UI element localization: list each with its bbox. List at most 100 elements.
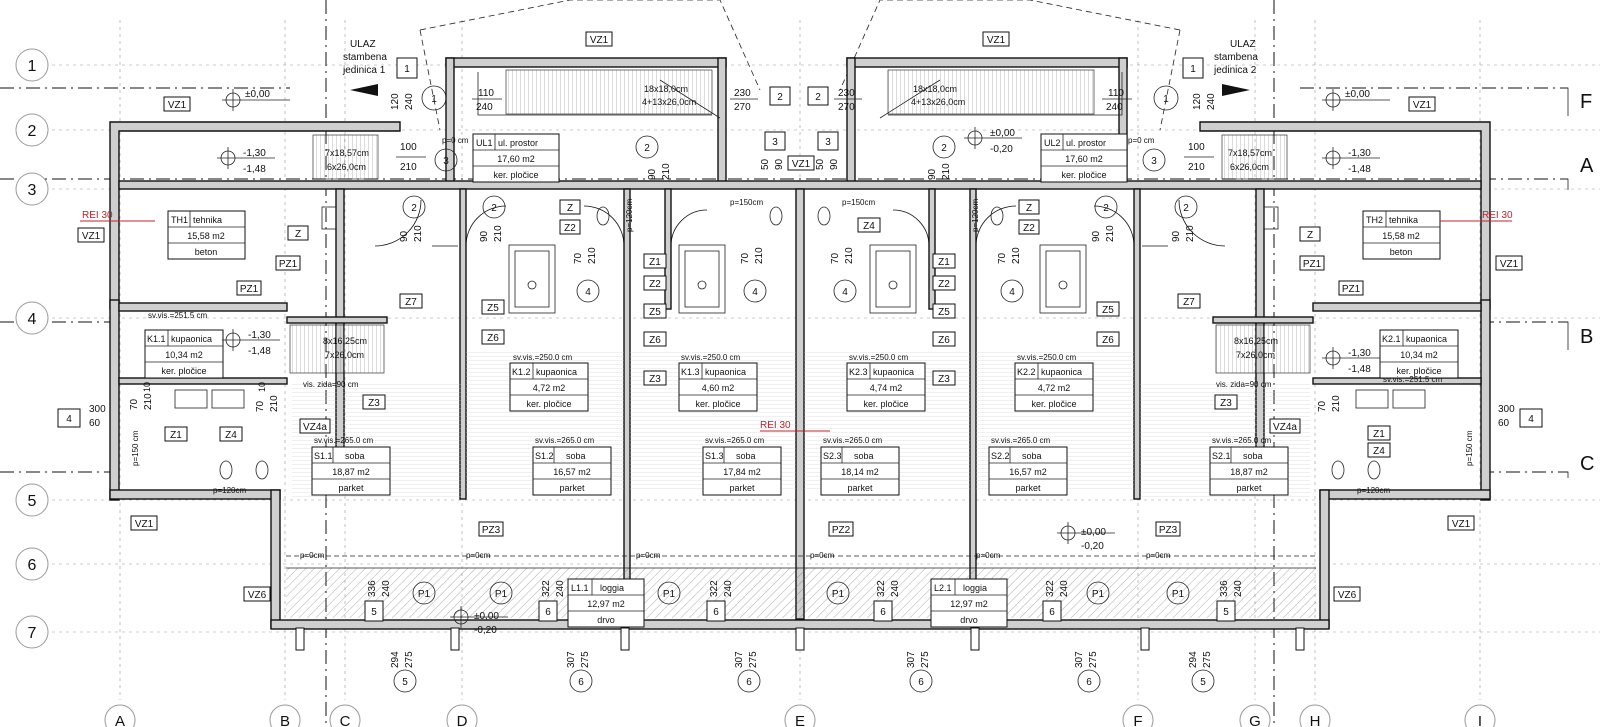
svg-text:±0,00: ±0,00 xyxy=(245,89,270,100)
svg-text:-0,20: -0,20 xyxy=(1081,541,1104,552)
svg-text:UL2: UL2 xyxy=(1044,138,1061,148)
svg-text:90: 90 xyxy=(927,168,938,180)
svg-text:Z2: Z2 xyxy=(1023,223,1035,234)
svg-text:Z1: Z1 xyxy=(170,430,182,441)
svg-text:soba: soba xyxy=(1022,451,1042,461)
svg-text:322: 322 xyxy=(709,580,720,597)
svg-text:P1: P1 xyxy=(1092,589,1105,600)
svg-text:15,58 m2: 15,58 m2 xyxy=(1382,231,1420,241)
svg-text:4: 4 xyxy=(66,414,72,425)
svg-text:16,57 m2: 16,57 m2 xyxy=(1009,467,1047,477)
svg-text:-1,48: -1,48 xyxy=(243,164,266,175)
svg-text:322: 322 xyxy=(1045,580,1056,597)
grid-row-label: 3 xyxy=(28,182,37,199)
svg-text:ker. pločice: ker. pločice xyxy=(695,399,740,409)
level-marker: -1,30-1,48 xyxy=(222,329,280,357)
svg-text:Z5: Z5 xyxy=(938,307,950,318)
window-number: 1 xyxy=(1163,94,1169,105)
svg-text:ker. pločice: ker. pločice xyxy=(1396,366,1441,376)
fixtures xyxy=(174,206,1426,480)
door-number: 1 xyxy=(1190,64,1196,75)
svg-text:K1.2: K1.2 xyxy=(512,367,531,377)
svg-text:K1.1: K1.1 xyxy=(147,334,166,344)
grid-col-label: E xyxy=(795,713,805,727)
svg-text:4,72 m2: 4,72 m2 xyxy=(533,383,566,393)
svg-text:sv.vis.=265.0 cm: sv.vis.=265.0 cm xyxy=(1212,436,1272,445)
section-letter: F xyxy=(1580,91,1592,113)
svg-text:-1,30: -1,30 xyxy=(243,148,266,159)
svg-text:3: 3 xyxy=(443,156,449,167)
svg-text:-0,20: -0,20 xyxy=(474,625,497,636)
svg-text:Z5: Z5 xyxy=(1102,305,1114,316)
svg-text:p=0cm: p=0cm xyxy=(466,551,491,560)
svg-text:210: 210 xyxy=(1105,225,1116,242)
svg-text:beton: beton xyxy=(195,247,218,257)
svg-text:K2.2: K2.2 xyxy=(1017,367,1036,377)
grid-col-label: I xyxy=(1478,713,1482,727)
room-label-s1-2: S1.2 soba 16,57 m2 parket xyxy=(532,446,612,496)
svg-text:Z: Z xyxy=(1307,230,1313,241)
svg-text:P1: P1 xyxy=(1172,589,1185,600)
stairs: 18x18,0cm 4+13x26,0cm 18x18,0cm 4+13x26,… xyxy=(289,69,1311,374)
svg-text:275: 275 xyxy=(404,651,415,668)
svg-text:sv.vis.=251.5 cm: sv.vis.=251.5 cm xyxy=(1383,375,1443,384)
svg-text:vis. zida=90 cm: vis. zida=90 cm xyxy=(1216,380,1272,389)
stair-spec: 4+13x26,0cm xyxy=(911,97,965,107)
stair-spec: 18x18,0cm xyxy=(913,84,957,94)
svg-text:Z7: Z7 xyxy=(1183,297,1195,308)
svg-text:90: 90 xyxy=(399,230,410,242)
section-letters: F A B C xyxy=(1580,91,1594,475)
svg-text:VZ1: VZ1 xyxy=(168,100,187,111)
svg-text:tehnika: tehnika xyxy=(1389,215,1418,225)
svg-text:6: 6 xyxy=(746,677,752,688)
svg-text:PZ3: PZ3 xyxy=(482,525,501,536)
entrance-label: stambena xyxy=(1214,52,1258,63)
svg-text:210: 210 xyxy=(400,162,417,173)
svg-text:270: 270 xyxy=(838,102,855,113)
svg-text:5: 5 xyxy=(371,607,377,618)
grid-col-label: F xyxy=(1133,713,1142,727)
svg-text:210: 210 xyxy=(269,395,280,412)
svg-text:70: 70 xyxy=(573,252,584,264)
svg-text:p=120cm: p=120cm xyxy=(213,486,246,495)
svg-text:±0,00: ±0,00 xyxy=(1345,89,1370,100)
svg-text:-1,48: -1,48 xyxy=(248,346,271,357)
svg-text:10: 10 xyxy=(257,382,267,392)
svg-text:240: 240 xyxy=(723,580,734,597)
svg-text:ul. prostor: ul. prostor xyxy=(1066,138,1106,148)
svg-text:240: 240 xyxy=(404,93,415,110)
svg-text:±0,00: ±0,00 xyxy=(1081,527,1106,538)
grid-row-label: 7 xyxy=(28,625,37,642)
svg-text:kupaonica: kupaonica xyxy=(705,367,746,377)
svg-text:240: 240 xyxy=(1206,93,1217,110)
svg-text:drvo: drvo xyxy=(597,615,615,625)
svg-text:210: 210 xyxy=(1185,225,1196,242)
svg-text:VZ1: VZ1 xyxy=(135,519,154,530)
svg-text:p=0cm: p=0cm xyxy=(810,551,835,560)
svg-text:4: 4 xyxy=(1009,287,1015,298)
svg-text:parket: parket xyxy=(1236,483,1262,493)
svg-text:294: 294 xyxy=(1188,651,1199,668)
grid-col-label: D xyxy=(457,713,468,727)
level-marker: -1,30-1,48 xyxy=(1322,347,1380,375)
svg-text:parket: parket xyxy=(559,483,585,493)
svg-text:Z4: Z4 xyxy=(863,221,875,232)
svg-text:TH2: TH2 xyxy=(1366,215,1383,225)
svg-text:2: 2 xyxy=(1103,203,1109,214)
grid-col-label: G xyxy=(1249,713,1261,727)
svg-text:70: 70 xyxy=(830,252,841,264)
svg-text:VZ1: VZ1 xyxy=(1452,519,1471,530)
entrance-label: ULAZ xyxy=(1230,39,1256,50)
svg-text:soba: soba xyxy=(566,451,586,461)
svg-text:4: 4 xyxy=(752,287,758,298)
svg-text:p=150cm: p=150cm xyxy=(730,198,763,207)
svg-text:307: 307 xyxy=(734,651,745,668)
grid-col-label: C xyxy=(340,713,351,727)
level-marker: -1,30 -1,48 xyxy=(217,147,275,175)
svg-text:275: 275 xyxy=(1202,651,1213,668)
svg-text:S2.2: S2.2 xyxy=(991,451,1010,461)
svg-text:soba: soba xyxy=(1243,451,1263,461)
svg-text:210: 210 xyxy=(754,247,765,264)
svg-text:Z5: Z5 xyxy=(649,307,661,318)
